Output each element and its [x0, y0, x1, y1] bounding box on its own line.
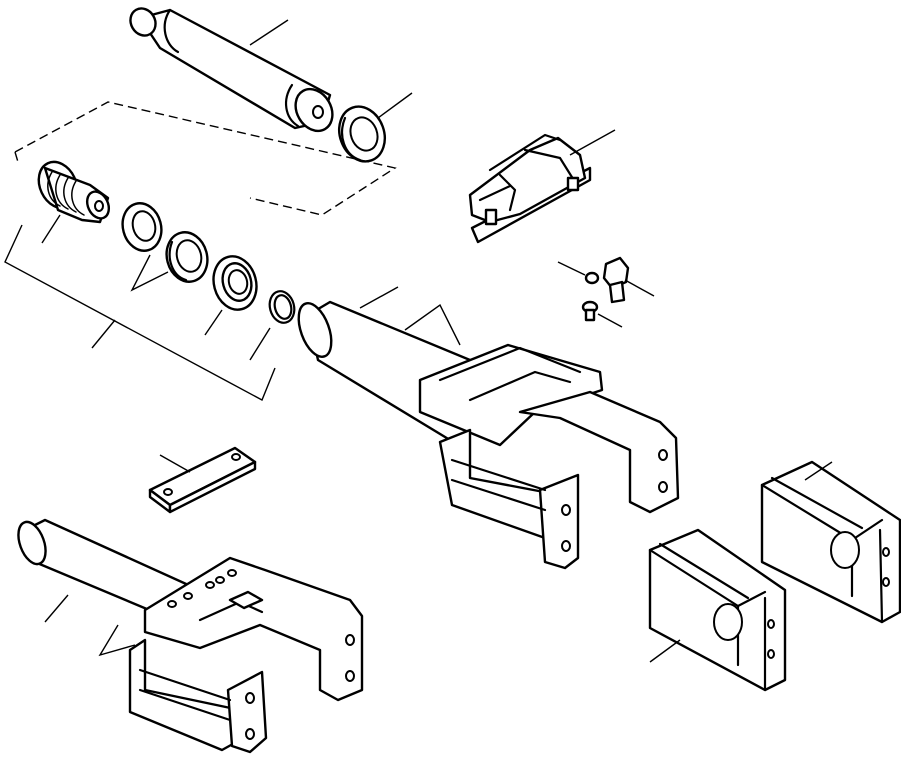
- leader-nut: [597, 313, 623, 328]
- seal-b: [165, 231, 209, 283]
- leader-link-plate: [159, 454, 191, 473]
- kit-bracket: [4, 224, 276, 401]
- leader-upper-guard: [569, 129, 616, 156]
- leader-threaded-bushing: [41, 214, 61, 244]
- upper-guard-block: [468, 133, 592, 244]
- leader-wear-block-right: [804, 461, 833, 481]
- seal-a: [121, 202, 163, 252]
- leader-upper-pin: [249, 19, 289, 46]
- leader-bearing: [204, 309, 223, 336]
- wear-block-left: [648, 528, 787, 692]
- upper-trunnion-bracket: [297, 300, 680, 570]
- leader-snap-ring: [249, 327, 271, 361]
- leader-seals: [130, 254, 169, 292]
- threaded-bushing: [37, 160, 111, 224]
- leader-washer: [557, 261, 586, 276]
- snap-ring: [268, 290, 296, 324]
- leader-upper-trunnion-arms: [404, 303, 461, 346]
- leader-lower-trunnion: [44, 594, 69, 623]
- leader-lower-trunnion-arms: [98, 624, 136, 657]
- bearing: [212, 255, 258, 311]
- leader-upper-trunnion: [359, 286, 399, 309]
- link-plate: [148, 446, 257, 514]
- wear-block-right: [760, 460, 901, 624]
- bolt-and-washer-set: [581, 256, 630, 322]
- upper-pin: [129, 7, 334, 133]
- leader-seal-ring: [377, 92, 413, 119]
- leader-bolt: [624, 279, 655, 297]
- kit-boundary: [14, 101, 397, 216]
- seal-ring: [338, 105, 386, 163]
- lower-trunnion-bracket: [17, 518, 364, 754]
- leader-wear-block-left: [649, 639, 681, 663]
